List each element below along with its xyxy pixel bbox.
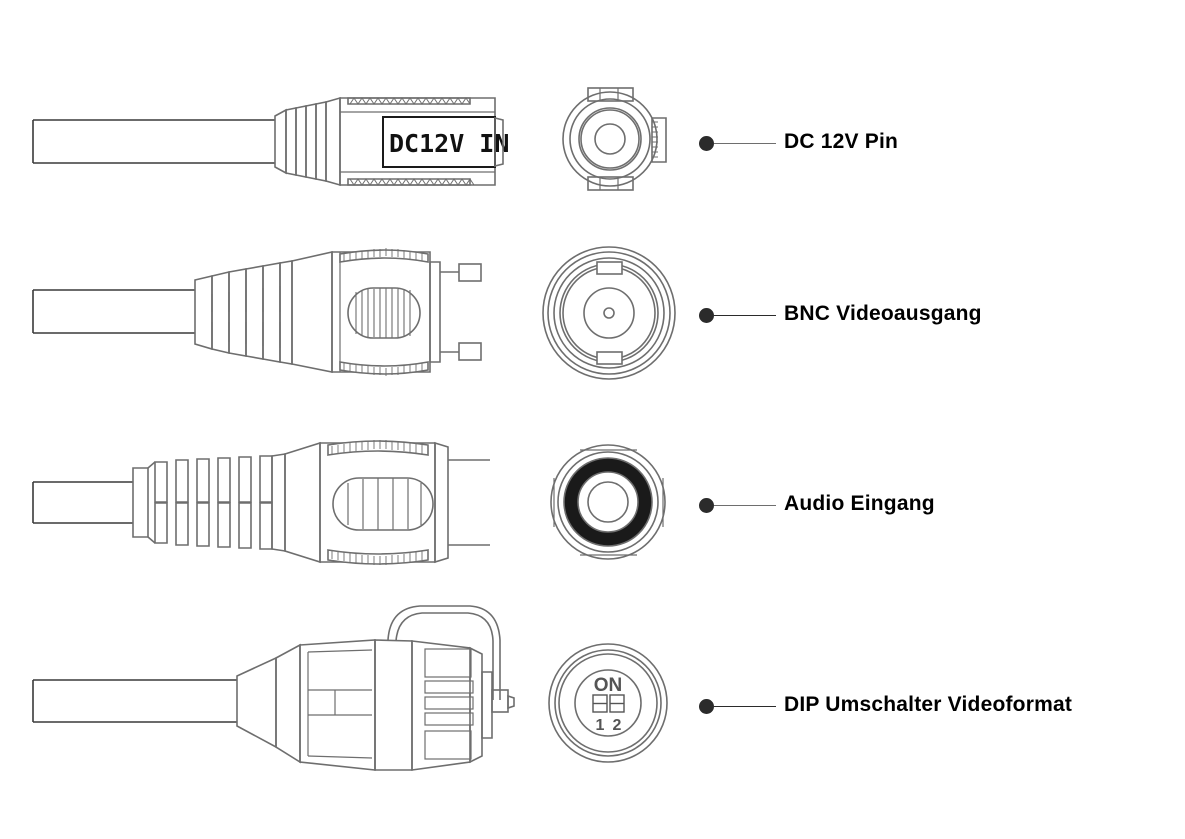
callout-bullet-icon [699, 699, 714, 714]
callout-bnc-video: BNC Videoausgang [699, 302, 982, 326]
connector-illustrations: DC12V IN [32, 87, 676, 771]
bnc-video-illustration [32, 248, 482, 376]
callout-dc-power: DC 12V Pin [699, 130, 899, 154]
dc-jack-face-illustration [562, 87, 667, 191]
callout-leader-line [714, 142, 776, 145]
callout-leader-line [714, 314, 776, 317]
callout-label-bnc-video: BNC Videoausgang [784, 302, 982, 325]
callout-dip-switch: DIP Umschalter Videoformat [699, 693, 1073, 717]
callout-bullet-icon [699, 136, 714, 151]
dc-plug-marking: DC12V IN [389, 129, 509, 158]
dip-switch-label-2: 2 [613, 717, 622, 734]
dc-power-illustration: DC12V IN [32, 96, 509, 187]
callout-leader-line [714, 705, 776, 708]
dip-switch-illustration [32, 605, 515, 771]
callout-audio-input: Audio Eingang [699, 492, 935, 516]
dip-switch-face-illustration: ON 1 2 [548, 643, 668, 763]
bnc-jack-face-illustration [542, 246, 676, 380]
callout-label-dip-switch: DIP Umschalter Videoformat [784, 693, 1073, 716]
dip-on-label: ON [594, 675, 623, 696]
dip-switch-label-1: 1 [596, 717, 605, 734]
callout-leader-line [714, 504, 776, 507]
callout-label-audio-input: Audio Eingang [784, 492, 935, 515]
callout-label-dc-power: DC 12V Pin [784, 130, 899, 153]
audio-input-illustration [32, 440, 490, 565]
audio-jack-face-illustration [550, 444, 666, 560]
callout-bullet-icon [699, 498, 714, 513]
callout-bullet-icon [699, 308, 714, 323]
